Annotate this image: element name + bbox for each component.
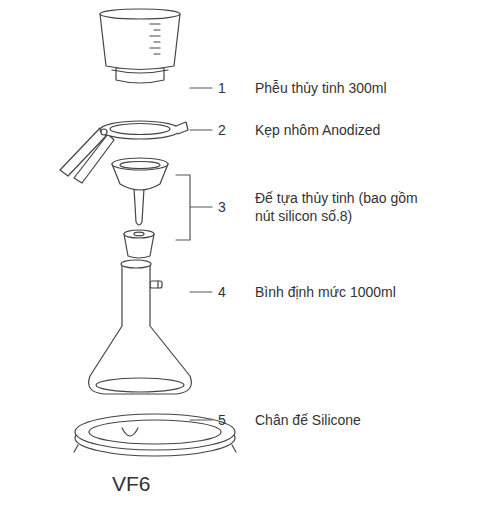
part-name: Chân đế Silicone xyxy=(255,411,361,429)
clamp xyxy=(60,121,188,183)
part-name: Đế tựa thủy tinh (bao gồm nút silicon số… xyxy=(255,189,440,225)
part-name: Phễu thủy tinh 300ml xyxy=(255,79,387,97)
callout-number: 4 xyxy=(218,283,226,301)
glass-funnel xyxy=(100,9,180,83)
callout-number: 2 xyxy=(218,121,226,139)
part-name: Kẹp nhôm Anodized xyxy=(255,121,380,139)
silicone-base xyxy=(74,414,236,456)
flask xyxy=(89,260,192,394)
callout-number: 5 xyxy=(218,411,226,429)
callout-number: 3 xyxy=(218,198,226,216)
model-name: VF6 xyxy=(112,472,151,496)
glass-support xyxy=(112,158,168,225)
part-name: Bình định mức 1000ml xyxy=(255,283,396,301)
leader-lines xyxy=(176,88,212,420)
callout-number: 1 xyxy=(218,79,226,97)
silicone-stopper xyxy=(124,230,154,258)
